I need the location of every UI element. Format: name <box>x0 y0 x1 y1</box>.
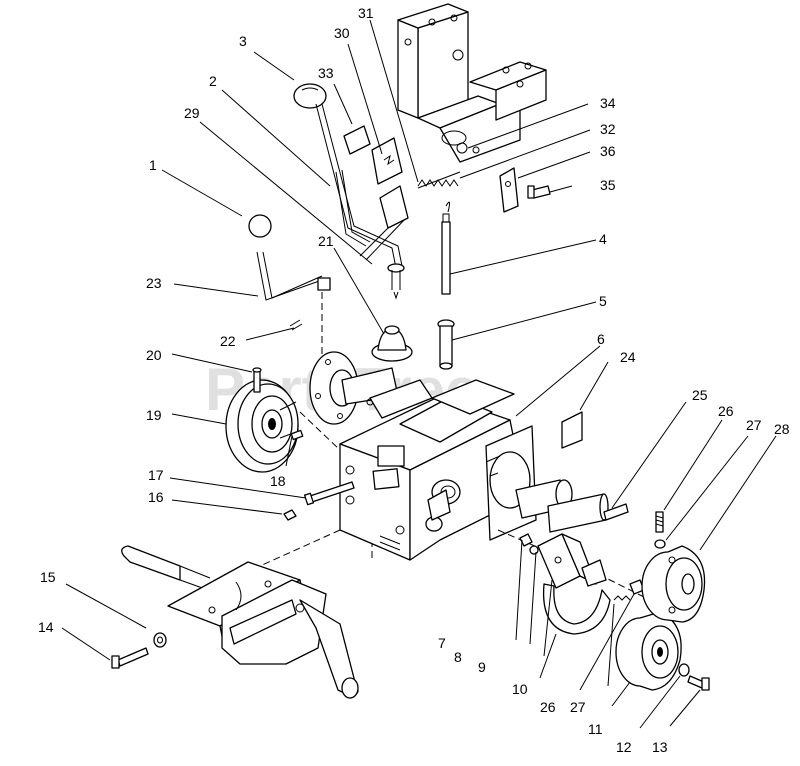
assembly-line <box>299 411 341 451</box>
callout-6: 6 <box>597 331 605 347</box>
cotter-pin <box>289 319 303 331</box>
guide-plates <box>343 125 409 229</box>
drum-bolt <box>687 675 710 691</box>
callout-26-top: 26 <box>718 403 734 419</box>
brake-spring <box>613 595 631 601</box>
callout-30: 30 <box>334 25 350 41</box>
brake-band <box>542 559 611 635</box>
callout-16: 16 <box>148 489 164 505</box>
callout-12: 12 <box>616 739 632 755</box>
shift-lever <box>293 83 405 300</box>
small-bracket <box>499 167 519 213</box>
callout-27-bottom: 27 <box>570 699 586 715</box>
callout-14: 14 <box>38 619 54 635</box>
drum-washer <box>678 663 690 677</box>
cable-bushing <box>437 319 455 370</box>
callout-1: 1 <box>149 157 157 173</box>
bolt-small <box>111 647 149 669</box>
callout-35: 35 <box>600 177 616 193</box>
callout-10: 10 <box>512 681 528 697</box>
bolt-long <box>303 481 355 506</box>
brake-hub <box>641 545 706 623</box>
callout-32: 32 <box>600 121 616 137</box>
lever <box>335 169 407 261</box>
bolt <box>527 185 551 199</box>
callout-21: 21 <box>318 233 334 249</box>
callout-7: 7 <box>438 635 446 651</box>
upper-bracket <box>397 3 547 163</box>
callout-27-top: 27 <box>746 417 762 433</box>
callout-31: 31 <box>358 5 374 21</box>
callout-17: 17 <box>148 467 164 483</box>
callout-22: 22 <box>220 333 236 349</box>
callout-3: 3 <box>239 33 247 49</box>
callout-9: 9 <box>478 659 486 675</box>
callout-36: 36 <box>600 143 616 159</box>
set-screw <box>252 367 262 393</box>
spring <box>417 171 461 189</box>
callout-8: 8 <box>454 649 462 665</box>
callout-labels: 1 2 3 4 5 6 7 8 9 10 11 12 13 14 15 16 1… <box>38 5 790 755</box>
callout-19: 19 <box>146 407 162 423</box>
auger-lever <box>248 214 331 301</box>
rubber-boot <box>371 325 413 362</box>
hub-screw <box>655 511 664 533</box>
washer-8 <box>529 545 539 555</box>
frame-assembly <box>121 545 359 699</box>
callout-33: 33 <box>318 65 334 81</box>
bolt-7 <box>519 533 533 547</box>
callout-29: 29 <box>184 105 200 121</box>
leader-lines <box>61 19 777 729</box>
callout-15: 15 <box>40 569 56 585</box>
callout-20: 20 <box>146 347 162 363</box>
callout-2: 2 <box>209 73 217 89</box>
callout-28: 28 <box>774 421 790 437</box>
callout-26-bottom: 26 <box>540 699 556 715</box>
callout-34: 34 <box>600 95 616 111</box>
hub-nut <box>654 539 666 549</box>
hex-nut <box>283 509 297 521</box>
callout-25: 25 <box>692 387 708 403</box>
callout-18: 18 <box>270 473 286 489</box>
washer <box>153 632 167 648</box>
shaft-key <box>603 503 629 521</box>
callout-5: 5 <box>599 293 607 309</box>
callout-4: 4 <box>599 231 607 247</box>
callout-24: 24 <box>620 349 636 365</box>
output-shaft <box>485 425 609 541</box>
drive-pulley <box>225 379 299 473</box>
callout-11: 11 <box>588 721 603 737</box>
callout-23: 23 <box>146 275 162 291</box>
decal <box>561 411 583 449</box>
control-cable <box>441 201 451 295</box>
brake-drum <box>615 611 682 691</box>
callout-13: 13 <box>652 739 668 755</box>
